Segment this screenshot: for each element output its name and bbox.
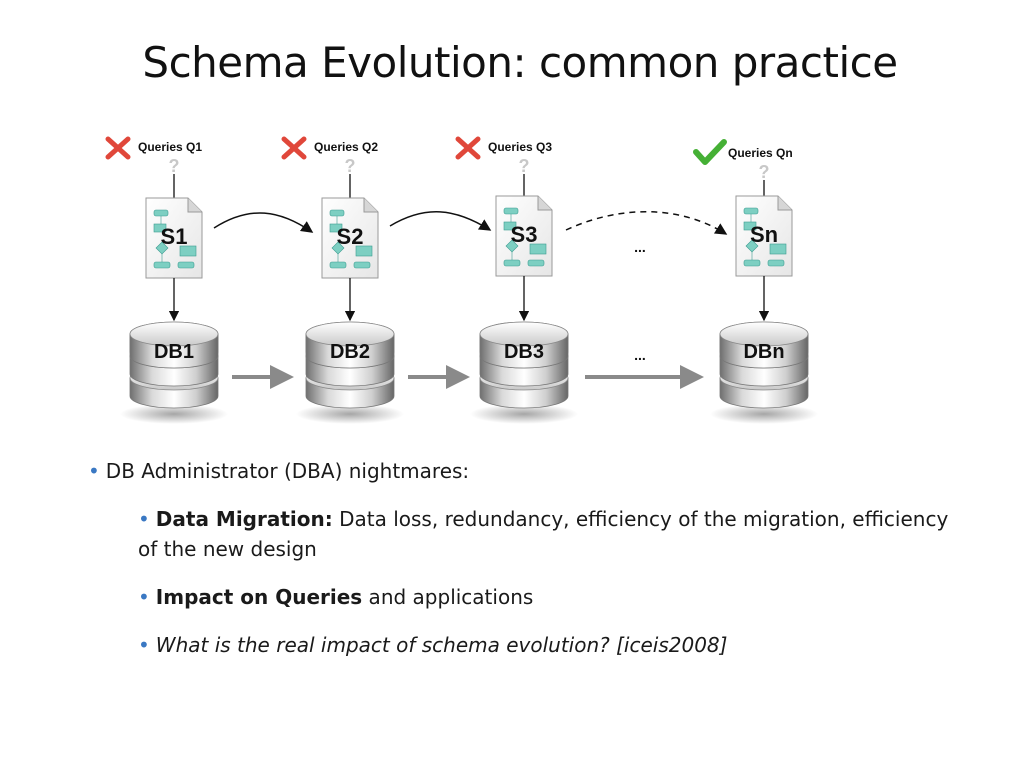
bullet-real-impact: •What is the real impact of schema evolu… xyxy=(138,630,968,660)
schema-document-icon xyxy=(735,195,793,277)
bullet-marker: • xyxy=(138,507,150,531)
db-label: DB3 xyxy=(504,341,544,363)
question-mark-icon: ? xyxy=(519,156,530,176)
bullet-real-impact-text: What is the real impact of schema evolut… xyxy=(155,633,728,657)
bullet-marker: • xyxy=(138,585,150,609)
schema-document-icon xyxy=(495,195,553,277)
bullet-data-migration: •Data Migration: Data loss, redundancy, … xyxy=(138,504,968,564)
database-icon xyxy=(296,321,404,424)
bullet-marker: • xyxy=(88,459,100,483)
query-label: Queries Q2 xyxy=(314,140,378,154)
bullet-data-migration-bold: Data Migration: xyxy=(155,507,333,531)
bullet-data-migration-text: Data loss, redundancy, efficiency of the… xyxy=(138,507,949,561)
ellipsis-dbs: ... xyxy=(634,347,646,363)
db-label: DB2 xyxy=(330,341,370,363)
database-icon xyxy=(470,321,578,424)
question-mark-icon: ? xyxy=(169,156,180,176)
database-icon xyxy=(120,321,228,424)
bullet-list: •DB Administrator (DBA) nightmares: •Dat… xyxy=(88,456,968,660)
check-icon xyxy=(693,139,727,165)
bullet-impact-queries: •Impact on Queries and applications xyxy=(138,582,968,612)
schema-label: Sn xyxy=(750,222,778,247)
query-label: Queries Qn xyxy=(728,146,793,160)
slide-title: Schema Evolution: common practice xyxy=(142,38,898,87)
error-x-icon xyxy=(281,136,307,160)
schema-document-icon xyxy=(321,197,379,279)
query-label: Queries Q3 xyxy=(488,140,552,154)
database-icon xyxy=(710,321,818,424)
query-label: Queries Q1 xyxy=(138,140,202,154)
evolve-arrow-s1-s2 xyxy=(213,212,314,233)
question-mark-icon: ? xyxy=(759,162,770,182)
schema-label: S2 xyxy=(337,224,364,249)
bullet-main-text: DB Administrator (DBA) nightmares: xyxy=(105,459,470,483)
db-label: DBn xyxy=(743,341,784,363)
schema-document-icon xyxy=(145,197,203,279)
bullet-main: •DB Administrator (DBA) nightmares: xyxy=(88,456,968,486)
schema-label: S3 xyxy=(511,222,538,247)
bullet-impact-queries-bold: Impact on Queries xyxy=(155,585,363,609)
question-mark-icon: ? xyxy=(345,156,356,176)
error-x-icon xyxy=(455,136,481,160)
bullet-impact-queries-text: and applications xyxy=(362,585,534,609)
ellipsis-schemas: ... xyxy=(634,239,646,255)
evolve-arrow-s3-sn xyxy=(565,211,728,235)
schema-label: S1 xyxy=(161,224,188,249)
evolve-arrow-s2-s3 xyxy=(389,211,492,231)
db-label: DB1 xyxy=(154,341,194,363)
bullet-marker: • xyxy=(138,633,150,657)
error-x-icon xyxy=(105,136,131,160)
